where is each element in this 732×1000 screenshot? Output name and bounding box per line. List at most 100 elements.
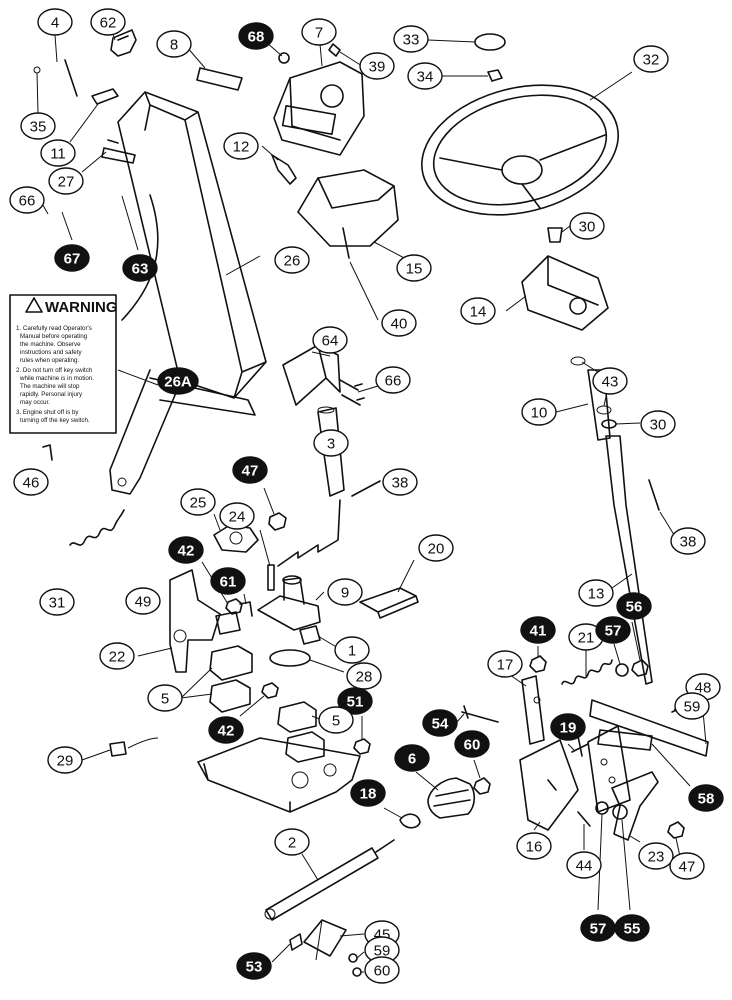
leader-33 <box>427 39 476 43</box>
part-spacer <box>91 88 119 105</box>
part-cotter-pin <box>577 811 591 827</box>
callout-number: 41 <box>530 623 547 640</box>
callout-number: 11 <box>50 146 66 163</box>
part-retaining-clip-upper <box>570 356 586 366</box>
callout-number: 60 <box>374 963 391 980</box>
leader-30a <box>561 225 571 233</box>
callout-number: 68 <box>248 29 265 46</box>
callout-bubble <box>454 730 490 758</box>
callout-bubble <box>9 186 45 214</box>
callout-55: 55 <box>614 914 650 942</box>
leader-24 <box>259 529 271 567</box>
leader-11 <box>69 103 99 143</box>
callout-57: 57 <box>595 616 631 644</box>
callout-number: 20 <box>428 541 445 558</box>
part-gas-cylinder <box>265 847 379 921</box>
part-shroud-screw <box>342 227 350 259</box>
part-bracket-hole <box>569 297 587 315</box>
leader-9 <box>315 591 325 601</box>
callout-bubble <box>633 45 669 73</box>
part-mount-block-1 <box>209 645 253 681</box>
part-rubber-block <box>359 587 419 619</box>
callout-number: 39 <box>369 59 386 76</box>
callout-40: 40 <box>381 309 417 337</box>
part-pivot-pin <box>289 933 303 951</box>
callout-60: 60 <box>454 730 490 758</box>
leader-27 <box>81 151 107 173</box>
part-steering-gear <box>257 577 321 631</box>
part-long-bolt <box>461 705 499 723</box>
part-cylinder-rod <box>375 839 395 853</box>
leader-23 <box>629 835 641 843</box>
callout-number: 9 <box>341 585 349 602</box>
warning-line-5: rules when operating. <box>20 357 79 364</box>
leader-35 <box>36 72 39 114</box>
part-base-plate <box>197 737 361 813</box>
part-roll-pin-left <box>351 480 381 497</box>
leader-32 <box>589 71 633 101</box>
part-link-zigzag <box>277 499 341 567</box>
leader-26 <box>225 255 261 276</box>
callout-bubble <box>334 636 370 664</box>
callout-bubble <box>638 842 674 870</box>
leader-15 <box>373 241 409 261</box>
callout-24: 24 <box>219 502 255 530</box>
callout-33: 33 <box>393 25 429 53</box>
leader-53 <box>271 943 291 963</box>
leader-layer <box>36 25 707 973</box>
callout-number: 34 <box>417 69 434 86</box>
leader-42b <box>239 695 265 717</box>
warning-line-7: while machine is in motion. <box>19 375 94 382</box>
part-clip-ring <box>33 66 41 74</box>
callout-bubble <box>669 852 705 880</box>
callout-20: 20 <box>418 534 454 562</box>
callout-number: 40 <box>391 316 408 333</box>
leader-67 <box>61 211 73 241</box>
callout-8: 8 <box>156 30 192 58</box>
leader-13 <box>611 573 633 589</box>
callout-bubble <box>210 567 246 595</box>
part-mount-block-3 <box>277 701 317 733</box>
callout-number: 26A <box>164 374 192 391</box>
callout-26A: 26A <box>157 367 199 395</box>
part-mount-block-4 <box>285 731 325 763</box>
callout-18: 18 <box>350 779 386 807</box>
callout-bubble <box>301 18 337 46</box>
callout-63: 63 <box>122 254 158 282</box>
part-cylinder-bracket <box>303 919 347 957</box>
callout-10: 10 <box>521 398 557 426</box>
callout-bubble <box>312 326 348 354</box>
callout-57: 57 <box>580 914 616 942</box>
callout-bubble <box>219 502 255 530</box>
leader-6 <box>415 771 439 791</box>
callout-49: 49 <box>125 587 161 615</box>
part-nut-47 <box>667 821 685 839</box>
part-flange-center <box>229 531 243 545</box>
callout-bubble <box>99 642 135 670</box>
callout-38: 38 <box>382 468 418 496</box>
part-steering-wheel-rim <box>421 84 619 216</box>
callout-bubble <box>393 25 429 53</box>
callout-number: 31 <box>49 595 66 612</box>
callout-bubble <box>550 713 586 741</box>
callout-19: 19 <box>550 713 586 741</box>
warning-line-4: instructions and safety <box>20 349 82 356</box>
callout-number: 19 <box>560 720 577 737</box>
callout-bubble <box>327 578 363 606</box>
callout-number: 54 <box>432 716 449 733</box>
part-column-housing <box>117 91 267 399</box>
part-washer-59 <box>348 953 358 963</box>
part-gear-top <box>282 575 302 585</box>
part-lever-clamp <box>215 611 241 635</box>
part-dash-nut <box>278 52 290 64</box>
leader-39 <box>339 51 363 67</box>
part-gauge-cluster <box>281 105 337 135</box>
leader-4 <box>54 34 58 63</box>
part-column-bracket <box>521 255 609 331</box>
callout-number: 43 <box>602 374 619 391</box>
callout-number: 7 <box>315 25 323 42</box>
callout-number: 5 <box>332 713 340 730</box>
part-gear-bushing <box>299 625 321 645</box>
callout-bubble <box>364 956 400 984</box>
callout-6: 6 <box>394 744 430 772</box>
